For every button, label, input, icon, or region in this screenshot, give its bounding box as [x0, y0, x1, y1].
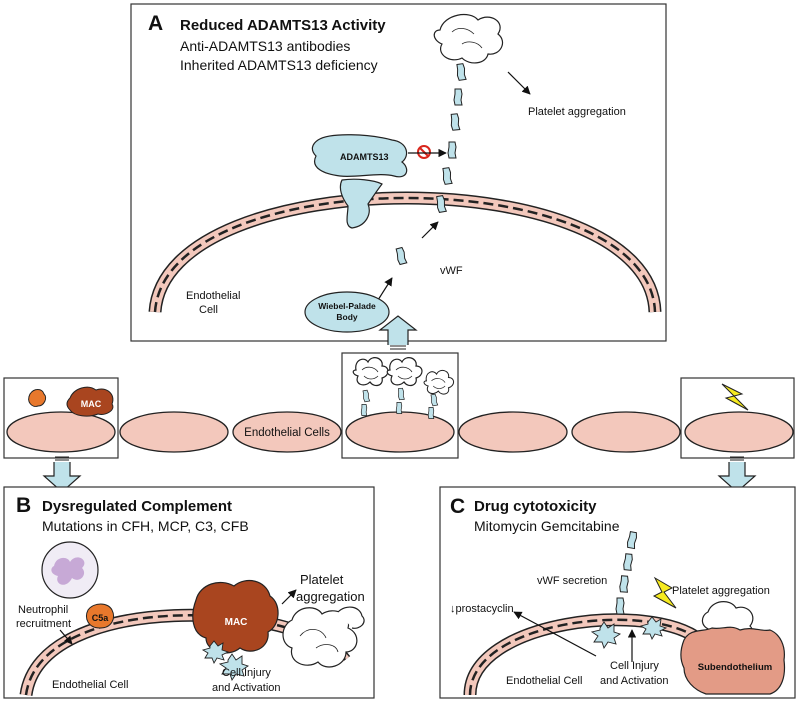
injury-b-line1: Cell Injury	[222, 667, 271, 679]
vwf-secretion-label: vWF secretion	[537, 575, 607, 587]
panel-a-line1: Anti-ADAMTS13 antibodies	[180, 38, 350, 54]
mac-complex	[192, 579, 279, 654]
neutrophil-arrow	[59, 629, 73, 645]
panel-a-title: Reduced ADAMTS13 Activity	[180, 17, 386, 34]
panel-a-letter: A	[148, 12, 163, 35]
c5a-label: C5a	[92, 613, 110, 623]
c5a-icon	[86, 603, 114, 629]
injury-burst-icon	[201, 640, 230, 665]
endothelial-cell-row	[6, 411, 794, 453]
c5a-small-icon	[28, 389, 47, 407]
panel-a-line2: Inherited ADAMTS13 deficiency	[180, 57, 378, 73]
neutrophil-line1: Neutrophil	[18, 604, 68, 616]
platelet-b-line2: aggregation	[296, 589, 365, 604]
mac-label: MAC	[225, 617, 248, 628]
injury-burst-icon-c	[639, 616, 668, 641]
wp-label-line1: Wiebel-Palade	[318, 301, 376, 311]
endothelial-cell	[6, 411, 116, 453]
wiebel-palade-body	[304, 291, 390, 333]
panel-b-letter: B	[16, 494, 31, 517]
endothelial-cell	[232, 411, 342, 453]
platelet-arrow-b	[281, 589, 297, 605]
subendothelium-label: Subendothelium	[698, 662, 772, 673]
neutrophil-line2: recruitment	[16, 618, 71, 630]
release-block-arrow	[378, 315, 418, 345]
lightning-icon	[721, 383, 749, 411]
lightning-icon-c	[652, 576, 677, 609]
prostacyclin-arrow	[513, 611, 597, 657]
vwf-multimer	[394, 13, 503, 266]
injury-burst-icon	[218, 653, 250, 682]
panel-a-vwf-label: vWF	[440, 265, 463, 277]
prostacyclin-label: ↓prostacyclin	[450, 603, 514, 615]
endothelial-cell	[458, 411, 568, 453]
platelet-cluster-b	[282, 606, 365, 668]
panel-a-platelet-label: Platelet aggregation	[528, 106, 626, 118]
panel-c-line1: Mitomycin Gemcitabine	[474, 518, 620, 534]
vwf-up-arrow-1	[421, 221, 439, 239]
endothelial-cell	[119, 411, 229, 453]
panel-c-platelet-label: Platelet aggregation	[672, 585, 770, 597]
vwf-up-arrow-2	[377, 277, 393, 301]
subendothelium-block	[680, 626, 786, 695]
panel-b-endothelial-label: Endothelial Cell	[52, 679, 128, 691]
panel-c-letter: C	[450, 495, 465, 518]
panel-a-membrane	[148, 191, 662, 313]
injury-burst-icon-c	[590, 621, 622, 650]
mac-small-icon	[66, 386, 114, 417]
endothelial-cell	[684, 411, 794, 453]
endothelial-cells-label: Endothelial Cells	[244, 427, 330, 439]
wp-label-line2: Body	[336, 312, 358, 322]
panel-c-membrane	[463, 613, 705, 696]
panel-a-endothelial-line2: Cell	[199, 304, 218, 316]
panel-b-line1: Mutations in CFH, MCP, C3, CFB	[42, 518, 249, 534]
panel-c-title: Drug cytotoxicity	[474, 498, 597, 515]
endothelial-cell	[571, 411, 681, 453]
adamts13-label: ADAMTS13	[340, 152, 389, 162]
endothelial-cell	[345, 411, 455, 453]
injury-b-line2: and Activation	[212, 682, 281, 694]
adamts13-protein	[311, 134, 408, 178]
panel-b-title: Dysregulated Complement	[42, 498, 232, 515]
panel-c-endothelial-label: Endothelial Cell	[506, 675, 582, 687]
platelet-b-line1: Platelet	[300, 572, 344, 587]
neutrophil-icon	[41, 541, 99, 599]
mac-small-label: MAC	[81, 399, 102, 409]
platelet-arrow-a	[507, 71, 531, 95]
adamts13-anchor	[339, 178, 383, 229]
injury-c-line1: Cell Injury	[610, 660, 659, 672]
injury-c-line2: and Activation	[600, 675, 669, 687]
panel-a-endothelial-line1: Endothelial	[186, 290, 240, 302]
inhibit-icon	[417, 145, 431, 159]
